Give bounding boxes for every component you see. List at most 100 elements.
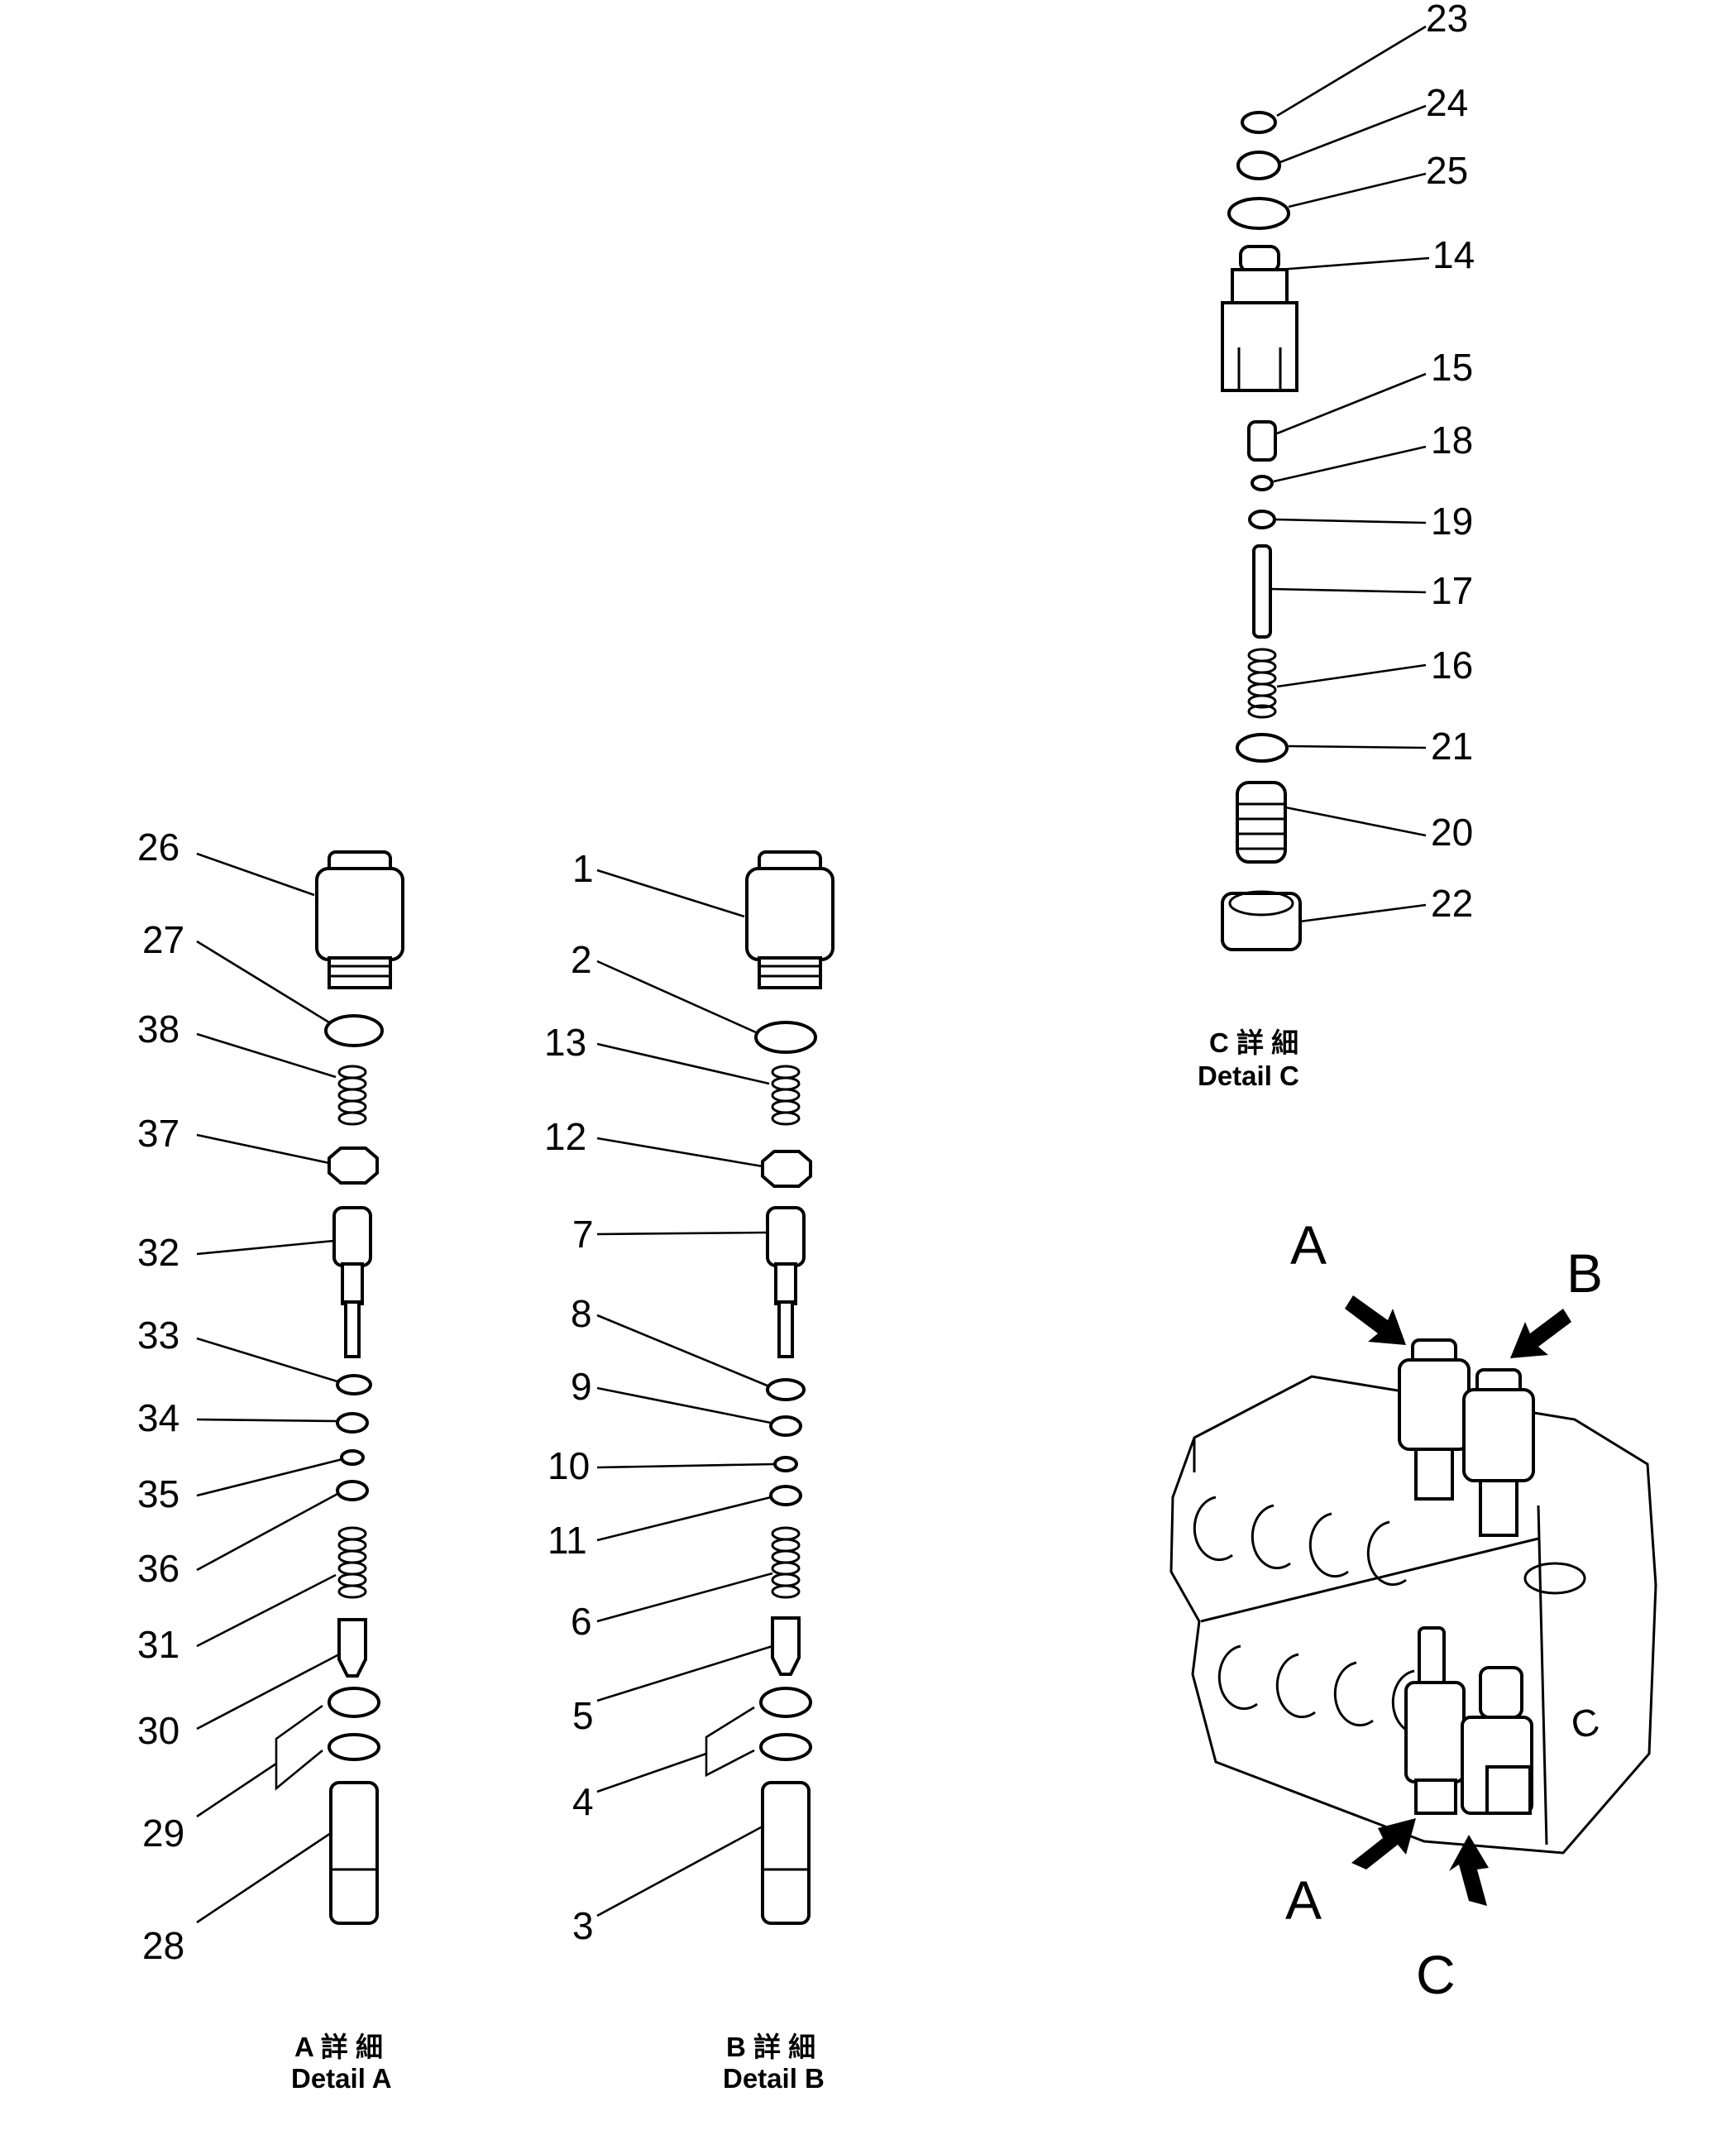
caption-a-en: Detail A bbox=[291, 2063, 392, 2094]
label-10: 10 bbox=[548, 1444, 590, 1487]
label-30: 30 bbox=[137, 1709, 179, 1752]
label-36: 36 bbox=[137, 1547, 179, 1590]
part-29-seal bbox=[328, 1687, 380, 1718]
part-6-spring bbox=[771, 1526, 801, 1599]
labels-detail-b: 1 2 13 12 7 8 9 10 11 6 5 4 3 bbox=[544, 847, 594, 1947]
part-21-o-ring bbox=[1236, 733, 1289, 763]
part-9-washer bbox=[769, 1415, 802, 1437]
label-37: 37 bbox=[137, 1112, 179, 1155]
overview-valve-a-top bbox=[1398, 1338, 1471, 1501]
label-8: 8 bbox=[571, 1292, 592, 1335]
label-4: 4 bbox=[572, 1780, 594, 1823]
part-36-washer bbox=[336, 1480, 369, 1501]
label-14: 14 bbox=[1432, 233, 1475, 276]
caption-c-jp: C 詳 細 bbox=[1209, 1027, 1298, 1058]
body-mark-c: C bbox=[1567, 1699, 1603, 1747]
label-13: 13 bbox=[544, 1021, 586, 1064]
part-15-piston bbox=[1247, 420, 1277, 462]
leader-lines bbox=[196, 25, 1430, 1924]
label-33: 33 bbox=[137, 1314, 179, 1357]
detail-b bbox=[745, 850, 835, 1925]
label-19: 19 bbox=[1431, 500, 1473, 543]
label-34: 34 bbox=[137, 1396, 179, 1439]
part-3-sleeve bbox=[761, 1781, 811, 1925]
valve-overview: A B A C C bbox=[1169, 1214, 1657, 2005]
label-20: 20 bbox=[1431, 811, 1473, 854]
overview-valve-a-bottom bbox=[1404, 1626, 1466, 1815]
caption-c-en: Detail C bbox=[1198, 1060, 1299, 1091]
part-16-spring bbox=[1247, 648, 1277, 719]
part-4-seal bbox=[759, 1687, 812, 1718]
captions: A 詳 細 Detail A B 詳 細 Detail B C 詳 細 Deta… bbox=[291, 1027, 1299, 2094]
part-7-poppet bbox=[766, 1206, 806, 1358]
arrow-c-bottom bbox=[1449, 1835, 1489, 1906]
label-5: 5 bbox=[572, 1694, 594, 1737]
label-16: 16 bbox=[1431, 644, 1473, 687]
detail-a bbox=[315, 850, 404, 1925]
caption-b-jp: B 詳 細 bbox=[726, 2032, 815, 2062]
part-19-washer bbox=[1248, 510, 1276, 529]
label-31: 31 bbox=[137, 1623, 179, 1666]
arrow-a-bottom bbox=[1351, 1818, 1416, 1869]
part-35-ring bbox=[340, 1449, 365, 1466]
part-34-washer bbox=[336, 1412, 369, 1434]
part-18-ring bbox=[1251, 475, 1274, 491]
label-18: 18 bbox=[1431, 419, 1473, 462]
part-26-plug bbox=[315, 850, 404, 989]
part-13-spring bbox=[771, 1065, 801, 1126]
part-32-poppet bbox=[332, 1206, 372, 1358]
part-38-spring bbox=[337, 1065, 367, 1126]
label-38: 38 bbox=[137, 1008, 179, 1051]
label-26: 26 bbox=[137, 826, 179, 869]
caption-b-en: Detail B bbox=[723, 2063, 825, 2094]
label-3: 3 bbox=[572, 1904, 594, 1947]
label-17: 17 bbox=[1431, 569, 1473, 612]
label-24: 24 bbox=[1426, 81, 1468, 124]
part-30-poppet bbox=[337, 1618, 367, 1678]
part-10-ring bbox=[773, 1456, 798, 1472]
part-20-seat bbox=[1236, 781, 1287, 864]
label-9: 9 bbox=[571, 1365, 592, 1408]
label-1: 1 bbox=[572, 847, 594, 890]
part-28-sleeve bbox=[329, 1781, 379, 1925]
part-4-o-ring bbox=[759, 1733, 812, 1761]
part-25-o-ring bbox=[1227, 197, 1290, 230]
part-27-o-ring bbox=[324, 1014, 384, 1047]
label-2: 2 bbox=[571, 938, 592, 981]
callout-a-top: A bbox=[1290, 1214, 1327, 1276]
label-22: 22 bbox=[1431, 882, 1473, 925]
label-21: 21 bbox=[1431, 725, 1473, 768]
label-35: 35 bbox=[137, 1472, 179, 1515]
part-14-plug bbox=[1221, 245, 1298, 392]
label-15: 15 bbox=[1431, 346, 1473, 389]
label-32: 32 bbox=[137, 1231, 179, 1274]
label-11: 11 bbox=[548, 1519, 587, 1562]
part-31-spring bbox=[337, 1526, 367, 1599]
callout-b-top: B bbox=[1566, 1242, 1603, 1304]
label-27: 27 bbox=[142, 918, 184, 961]
part-29-o-ring bbox=[328, 1733, 380, 1761]
part-1-plug bbox=[745, 850, 835, 989]
part-24-washer bbox=[1236, 151, 1281, 180]
label-7: 7 bbox=[572, 1213, 594, 1256]
labels-detail-a: 26 27 38 37 32 33 34 35 36 31 30 29 28 bbox=[137, 826, 184, 1967]
part-23-o-ring bbox=[1241, 111, 1277, 134]
valve-body bbox=[1169, 1375, 1657, 1855]
part-5-poppet bbox=[771, 1616, 801, 1676]
part-37-nut bbox=[328, 1146, 379, 1185]
arrow-a-top bbox=[1345, 1295, 1406, 1345]
detail-c bbox=[1221, 111, 1302, 951]
label-12: 12 bbox=[544, 1115, 586, 1158]
part-33-ring bbox=[336, 1374, 372, 1395]
overview-valve-b-top bbox=[1462, 1368, 1535, 1537]
label-25: 25 bbox=[1426, 149, 1468, 192]
part-22-nut bbox=[1221, 890, 1302, 951]
part-8-ring bbox=[766, 1378, 806, 1401]
overview-valve-c-bottom bbox=[1461, 1666, 1533, 1815]
callout-a-bottom: A bbox=[1285, 1869, 1322, 1931]
label-29: 29 bbox=[142, 1812, 184, 1855]
caption-a-jp: A 詳 細 bbox=[294, 2032, 383, 2062]
label-23: 23 bbox=[1426, 0, 1468, 40]
callout-c-bottom: C bbox=[1416, 1944, 1456, 2005]
